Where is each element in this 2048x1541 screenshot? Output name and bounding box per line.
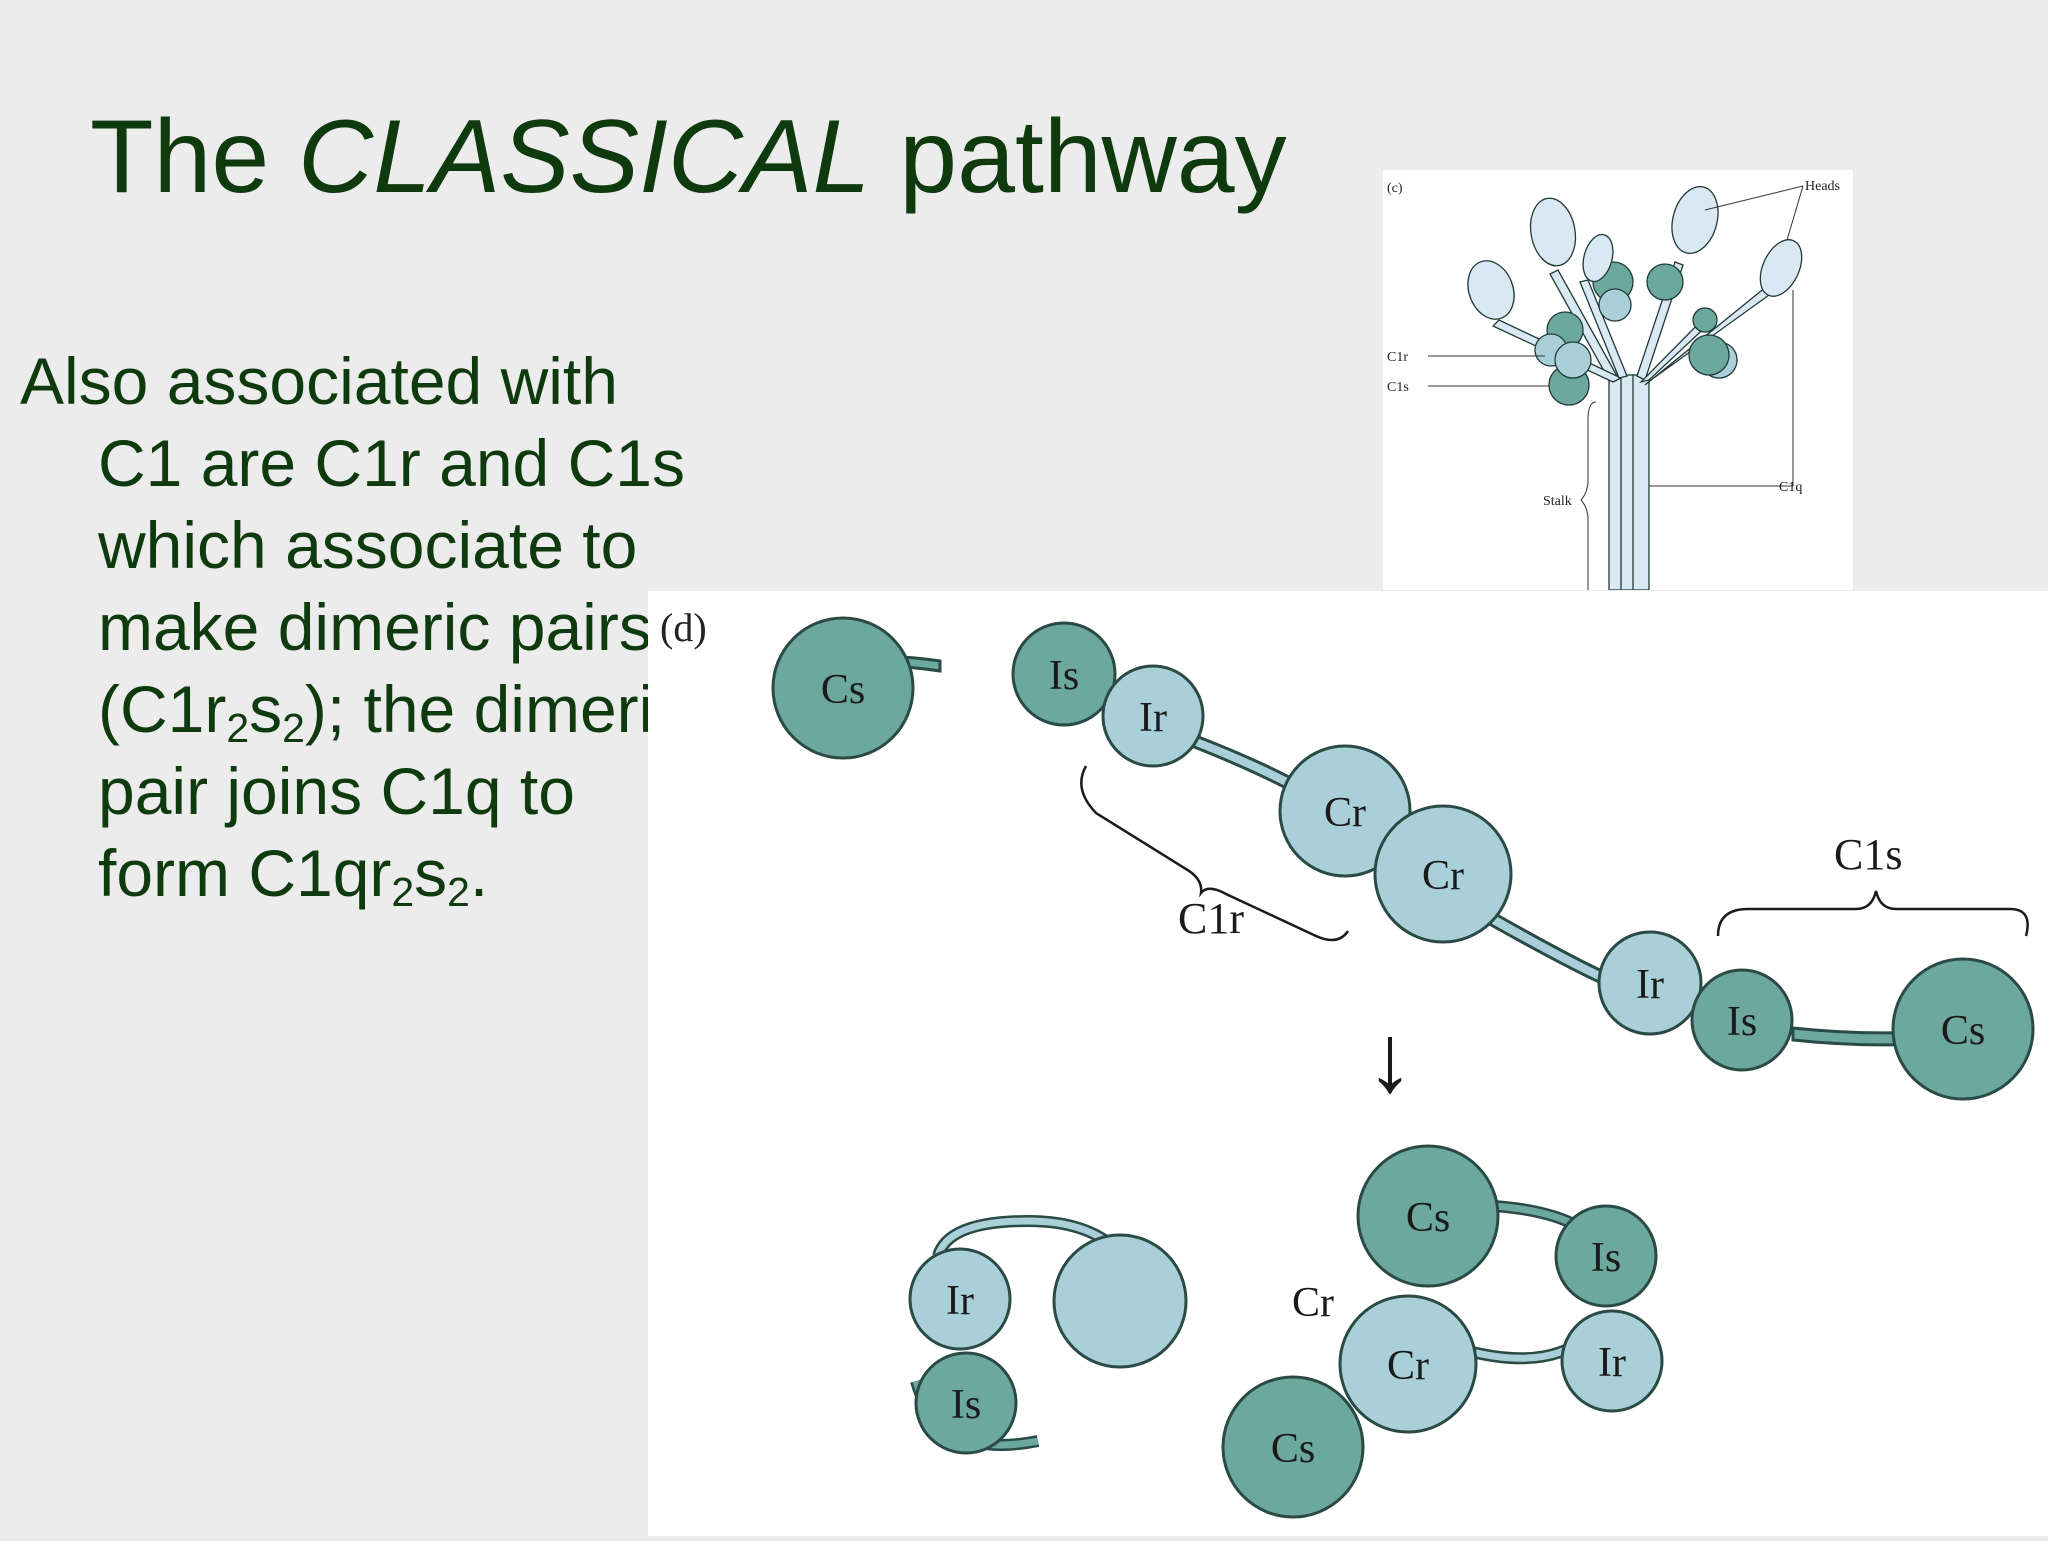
c1s-globule xyxy=(1646,263,1684,301)
down-arrow-icon: ↓ xyxy=(1366,1005,1414,1112)
leader-heads xyxy=(1786,185,1804,241)
domain-label: Cr xyxy=(1292,1280,1334,1326)
body-sub-1: 2 xyxy=(226,705,250,752)
is-domain xyxy=(914,1351,1018,1455)
c1r-globule xyxy=(1554,341,1592,379)
is-domain xyxy=(1554,1204,1658,1308)
domain-label: Cs xyxy=(1406,1195,1450,1241)
c1r-brace xyxy=(1080,765,1350,942)
c1q-arm xyxy=(1579,279,1628,379)
ir-domain xyxy=(1101,664,1205,768)
stalk-brace xyxy=(1580,401,1597,590)
label-c1s-small: C1s xyxy=(1387,380,1409,395)
c1r2s2-figure: (d) Cs Is Ir Cr Cr Ir Is Cs C1r C1s ↓ xyxy=(648,591,2048,1536)
c1r-globule xyxy=(1598,288,1632,322)
panel-label-d: (d) xyxy=(660,605,707,650)
domain-label: Cs xyxy=(1271,1426,1315,1472)
is-domain xyxy=(1011,621,1117,727)
c1s-brace xyxy=(1716,890,2029,937)
linker xyxy=(1481,908,1616,988)
body-text: Also associated with C1 are C1r and C1s … xyxy=(20,340,718,914)
body-part-3: ); the dimeric pair joins C1q to form C1… xyxy=(98,672,687,910)
c1q-head xyxy=(1759,239,1803,297)
cs-domain xyxy=(1356,1144,1500,1288)
c1-structure-svg: (c) Heads C1r C1s Stalk C1q xyxy=(1387,179,1840,591)
cs-domain xyxy=(1221,1375,1365,1519)
domain-label: Ir xyxy=(1598,1340,1626,1386)
c1q-head xyxy=(1467,260,1515,320)
domain-label: Is xyxy=(1049,653,1079,699)
domain-label: Is xyxy=(1727,999,1757,1045)
c1q-head xyxy=(1671,186,1719,254)
domain-label: Cs xyxy=(1941,1008,1985,1054)
domain-label: Is xyxy=(1591,1235,1621,1281)
domain-label: Cr xyxy=(1324,790,1366,836)
domain-label: Ir xyxy=(1636,962,1664,1008)
c1q-head xyxy=(1529,197,1577,267)
ir-domain xyxy=(908,1247,1012,1351)
body-sub-2: 2 xyxy=(282,705,305,752)
label-c1q: C1q xyxy=(1779,480,1802,495)
body-part-5: . xyxy=(469,836,489,910)
c1s-globule xyxy=(1688,334,1730,376)
domain-label: Is xyxy=(951,1382,981,1428)
domain-label: Ir xyxy=(946,1278,974,1324)
title-post: pathway xyxy=(870,99,1287,215)
body-part-2: s xyxy=(249,672,283,746)
linker-core xyxy=(934,1217,1121,1258)
cr-domain xyxy=(1052,1233,1188,1369)
c1s-globule xyxy=(1692,307,1718,333)
body-sub-4: 2 xyxy=(447,869,470,916)
domain-label: Cr xyxy=(1387,1343,1429,1389)
ir-domain xyxy=(1560,1309,1664,1413)
label-stalk: Stalk xyxy=(1543,494,1572,509)
label-c1s: C1s xyxy=(1834,830,1902,879)
leader-heads xyxy=(1704,185,1804,211)
title-emphasis: CLASSICAL xyxy=(298,99,871,215)
cr-domain xyxy=(1373,804,1513,944)
label-heads: Heads xyxy=(1805,179,1840,194)
cr-domain xyxy=(1278,744,1412,878)
ir-domain xyxy=(1597,930,1703,1036)
domain-label: Ir xyxy=(1139,695,1167,741)
body-part-1: Also associated with C1 are C1r and C1s … xyxy=(20,344,685,746)
cr-domain xyxy=(1338,1294,1478,1434)
cs-domain xyxy=(1891,957,2035,1101)
c1-structure-figure: (c) Heads C1r C1s Stalk C1q xyxy=(1383,170,1853,591)
label-c1r: C1r xyxy=(1178,894,1244,943)
cs-domain xyxy=(771,616,915,760)
body-part-4: s xyxy=(414,836,448,910)
label-c1r-small: C1r xyxy=(1387,350,1408,365)
c1r2s2-svg: (d) Cs Is Ir Cr Cr Ir Is Cs C1r C1s ↓ xyxy=(660,605,2035,1519)
domain-label: Cr xyxy=(1422,853,1464,899)
c1q-head xyxy=(1582,233,1614,283)
slide-title: The CLASSICAL pathway xyxy=(90,100,1287,214)
body-sub-3: 2 xyxy=(391,869,415,916)
panel-label-c: (c) xyxy=(1387,181,1403,196)
stalk-strand xyxy=(1632,374,1650,591)
is-domain xyxy=(1690,968,1794,1072)
title-pre: The xyxy=(90,99,299,215)
domain-label: Cs xyxy=(821,667,865,713)
